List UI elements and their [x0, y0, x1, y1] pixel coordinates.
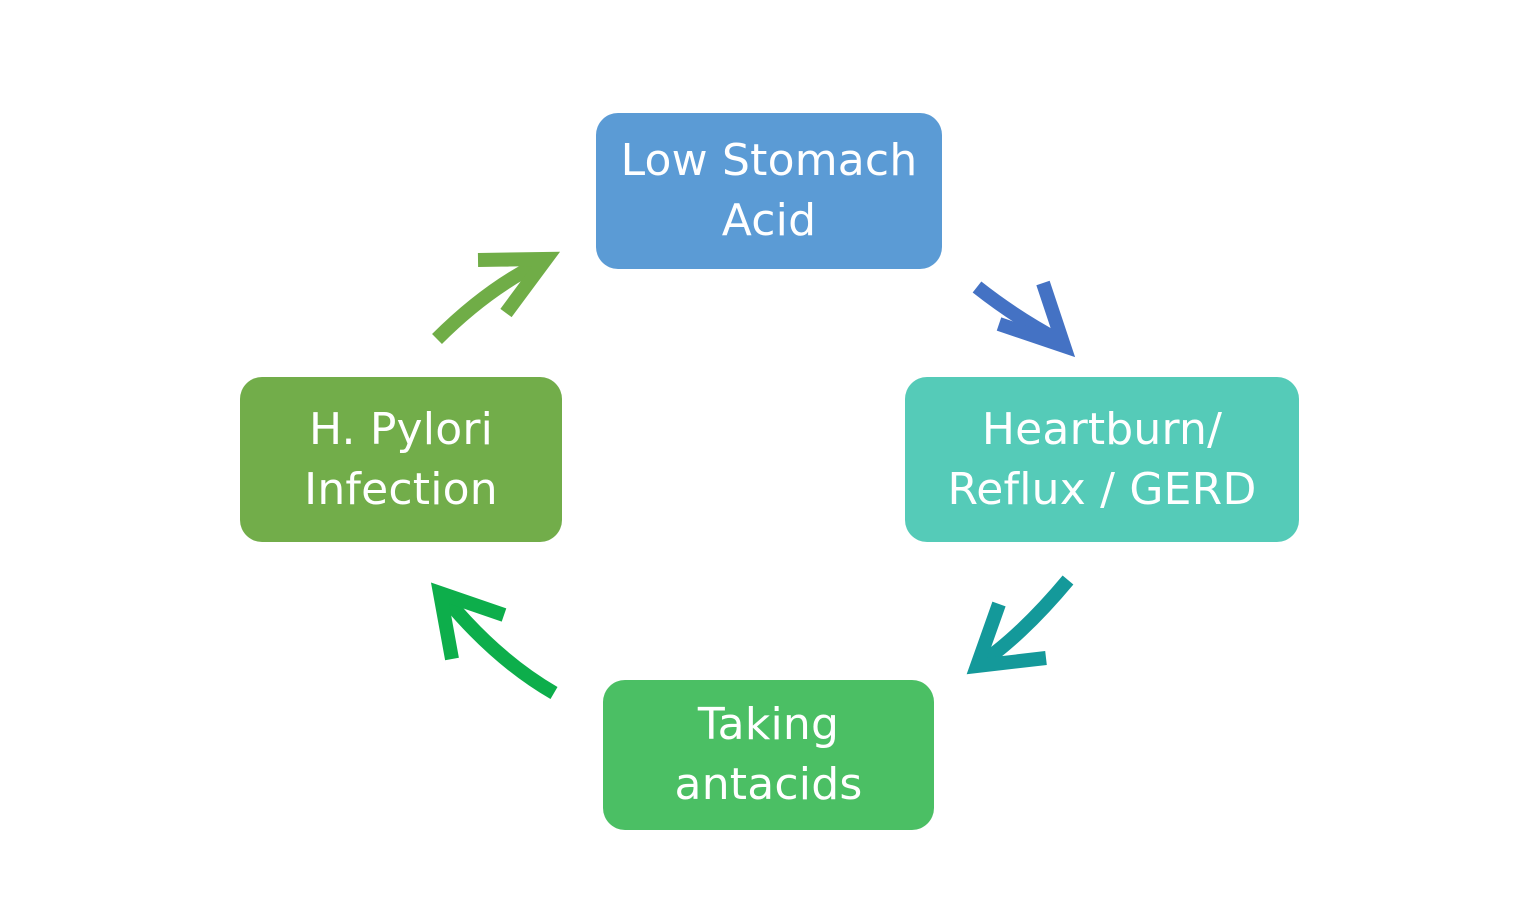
arrow-antacids-to-hpylori — [430, 582, 558, 700]
arrow-low-acid-to-heartburn — [972, 280, 1076, 358]
node-label-line: Acid — [721, 195, 817, 246]
node-label-line: antacids — [674, 759, 863, 810]
node-label-line: Taking — [697, 699, 840, 750]
node-label-line: Reflux / GERD — [947, 463, 1257, 515]
node-heartburn-reflux-gerd: Heartburn/ Reflux / GERD — [905, 377, 1299, 542]
node-label-line: Heartburn/ — [981, 403, 1223, 455]
node-label-line: Low Stomach — [620, 135, 918, 186]
node-low-stomach-acid: Low Stomach Acid — [596, 113, 942, 269]
node-h-pylori-infection: H. Pylori Infection — [240, 377, 562, 542]
node-taking-antacids: Taking antacids — [603, 680, 934, 830]
node-label-line: Infection — [304, 463, 498, 515]
arrow-hpylori-to-low-acid — [432, 251, 561, 344]
arrow-heartburn-to-antacids — [966, 575, 1074, 675]
node-label-line: H. Pylori — [308, 403, 494, 455]
